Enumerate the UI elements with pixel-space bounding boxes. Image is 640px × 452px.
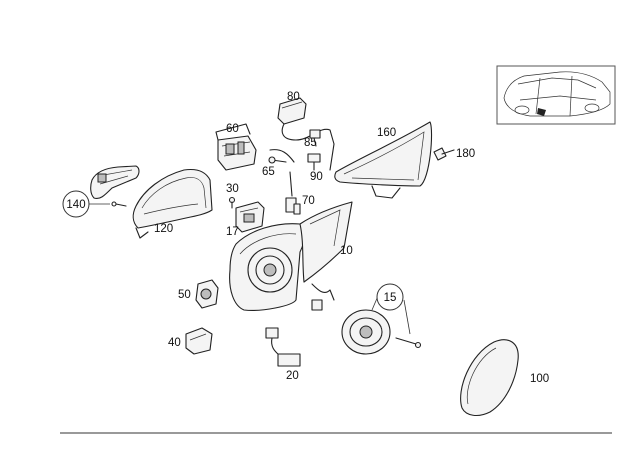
callout-65: 65 <box>262 166 275 178</box>
part-50-small-motor <box>195 279 219 309</box>
callout-180: 180 <box>456 148 475 160</box>
callout-160: 160 <box>377 127 396 139</box>
svg-text:15: 15 <box>384 292 397 304</box>
callout-120: 120 <box>154 223 173 235</box>
callout-30: 30 <box>226 183 239 195</box>
part-140-turn-signal <box>90 165 140 207</box>
callout-60: 60 <box>226 123 239 135</box>
svg-text:140: 140 <box>66 199 85 211</box>
callout-40: 40 <box>168 337 181 349</box>
callout-20: 20 <box>286 370 299 382</box>
part-120-housing-cover <box>132 168 213 239</box>
part-17-motor <box>235 201 265 233</box>
part-180-bolt <box>433 147 455 161</box>
callout-70: 70 <box>302 195 315 207</box>
part-10-mirror-base <box>229 201 353 311</box>
car-outline <box>503 71 611 117</box>
part-40-plug-housing <box>185 327 213 355</box>
part-80-control-unit <box>269 97 335 171</box>
mirror-location-marker <box>537 108 546 116</box>
callout-50: 50 <box>178 289 191 301</box>
callout-15: 15 <box>376 283 404 311</box>
callout-140: 140 <box>62 190 110 218</box>
part-100-mirror-glass <box>460 339 519 417</box>
callout-85: 85 <box>304 137 317 149</box>
part-70-connector <box>285 171 301 215</box>
callout-90: 90 <box>310 171 323 183</box>
part-30-screw <box>228 196 236 209</box>
part-65-screw <box>268 156 287 164</box>
part-85-connector <box>309 129 321 147</box>
part-20-wire-harness <box>265 327 301 367</box>
part-160-trim-cover <box>334 121 433 199</box>
callout-10: 10 <box>340 245 353 257</box>
part-60-bracket <box>215 123 257 171</box>
thumbnail-frame <box>496 65 616 125</box>
vehicle-thumbnail <box>496 65 616 125</box>
part-15-glass-actuator <box>341 295 422 355</box>
callout-17: 17 <box>226 226 239 238</box>
callout-80: 80 <box>287 91 300 103</box>
part-90-connector <box>307 153 321 171</box>
callout-100: 100 <box>530 373 549 385</box>
